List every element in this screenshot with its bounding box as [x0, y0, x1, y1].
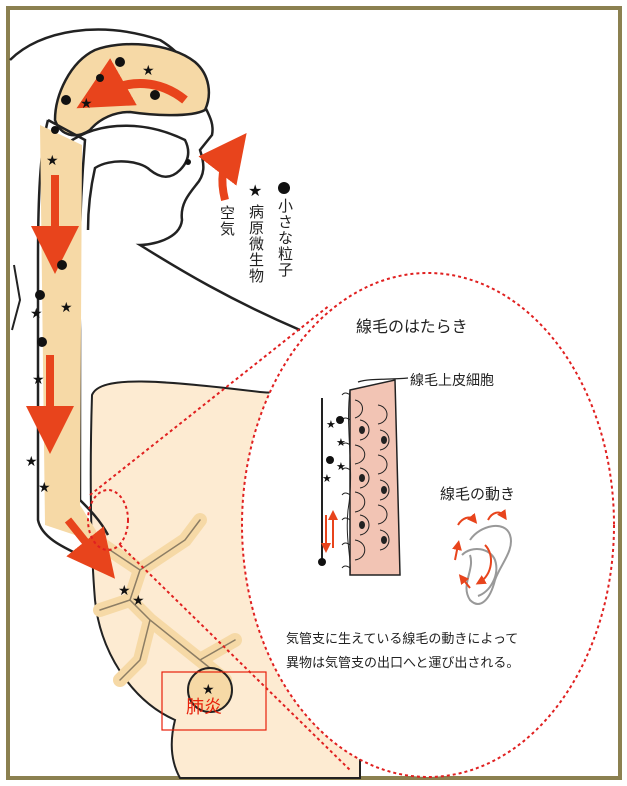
svg-text:★: ★: [118, 583, 131, 599]
neck-line: [12, 265, 20, 330]
ciliated-cell-label: 線毛上皮細胞: [410, 370, 494, 390]
svg-text:★: ★: [336, 460, 346, 473]
svg-text:★: ★: [142, 63, 155, 79]
svg-text:★: ★: [336, 436, 346, 449]
caption-line-2: 異物は気管支の出口へと運び出される。: [286, 652, 519, 671]
cilia-zoom-ellipse: [242, 273, 614, 777]
svg-text:★: ★: [132, 593, 145, 609]
svg-text:★: ★: [326, 418, 336, 431]
pathogens-label: 病原微生物: [246, 204, 267, 284]
svg-text:★: ★: [25, 454, 38, 470]
pathogen-legend-star: ★: [248, 181, 262, 200]
small-particles-label: 小さな粒子: [275, 198, 296, 278]
svg-text:★: ★: [46, 153, 59, 169]
cilia-panel-title: 線毛のはたらき: [356, 313, 468, 337]
air-label: 空気: [217, 205, 238, 237]
particle-legend-dot: [278, 182, 290, 194]
svg-text:★: ★: [80, 96, 93, 112]
svg-text:★: ★: [38, 480, 51, 496]
cilia-movement-label: 線毛の動き: [440, 483, 515, 504]
svg-text:★: ★: [60, 300, 73, 316]
air-inflow-arrow: [222, 152, 232, 200]
pneumonia-label: 肺炎: [186, 693, 222, 719]
svg-text:★: ★: [30, 306, 43, 322]
caption-line-1: 気管支に生えている線毛の動きによって: [286, 628, 518, 647]
nasal-cavity: [55, 44, 209, 135]
svg-text:★: ★: [322, 472, 332, 485]
svg-text:★: ★: [32, 372, 45, 388]
